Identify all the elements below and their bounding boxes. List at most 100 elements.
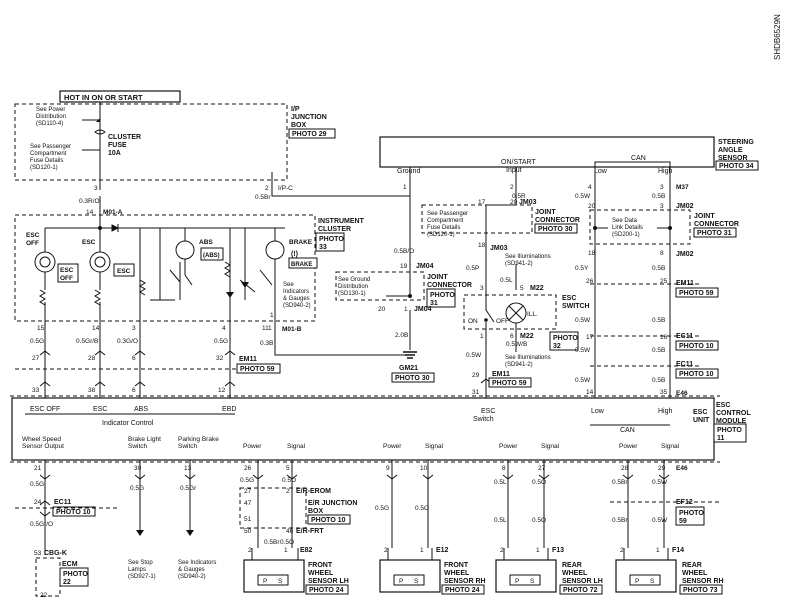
power-ref-2: Distribution [36, 114, 66, 120]
rear-rh-title-3: SENSOR RH [682, 578, 724, 585]
cluster-title: INSTRUMENT [318, 218, 365, 225]
sensor-pin: 1 [536, 547, 540, 554]
pin-1-cluster: 1 [270, 312, 274, 319]
er-jb-label-2: BOX [308, 508, 324, 515]
pin-14: 14 [86, 209, 94, 216]
steer-wire-05b: 0.5B [652, 193, 665, 200]
ec11a-photo-box [675, 340, 719, 351]
can-low-terminal: Low [591, 408, 605, 415]
ip-photo: PHOTO 29 [292, 131, 327, 138]
sensor-p: P [263, 578, 267, 585]
esc-box-label: ESC [117, 268, 131, 275]
fuse-label: CLUSTER [108, 134, 141, 141]
signal-label: Signal [425, 443, 444, 450]
esc-switch-photo-box [549, 331, 579, 351]
er-pin-47: 47 [244, 500, 252, 507]
wire-05br: 0.5Br [255, 194, 271, 201]
side-code: SHDB6529N [773, 14, 782, 60]
switch-contact-icon[interactable] [485, 296, 495, 323]
er-pin-2: 2 [286, 488, 290, 495]
fuse-ref: See Passenger [30, 144, 71, 150]
er-pin-27: 27 [244, 488, 252, 495]
front-lh-title: FRONT [308, 562, 333, 569]
wire-05l-b: 0.5L [494, 479, 507, 486]
wire-20b: 2.0B [395, 332, 408, 339]
ef12-photo: PHOTO [679, 510, 704, 517]
esc-switch-box[interactable] [463, 294, 557, 330]
jm04-jc-2: CONNECTOR [427, 282, 472, 289]
cluster-pin: 3 [132, 325, 136, 332]
wire-05bo: 0.5B/O [394, 248, 414, 255]
ecm-pin-53: 53 [34, 550, 42, 557]
illum-ref-2: (SD941-2) [505, 261, 533, 267]
steer-pin-2: 2 [510, 184, 514, 191]
rear-left-wheel-sensor: 2 1 F13 P S [495, 547, 564, 593]
esc-lamp-label: ESC [82, 239, 96, 246]
wire-05l-c: 0.5L [494, 517, 507, 524]
ec11-pin-24: 24 [34, 499, 42, 506]
em11-pin: 12 [218, 387, 226, 394]
bottom-pin: 27 [538, 465, 546, 472]
stop-lamps-ref: See Stop [128, 560, 153, 566]
m01a-label: M01-A [103, 209, 123, 216]
em11-mid-pin: 31 [472, 389, 480, 396]
ec11-bottom-label: EC11 [54, 499, 71, 506]
jm04-photo-box [426, 288, 456, 308]
brake-lamp-label: BRAKE [289, 239, 313, 246]
sensor-pin: 2 [248, 547, 252, 554]
esc-switch-title-2: SWITCH [562, 303, 590, 310]
esc-module-photo: PHOTO [717, 427, 742, 434]
brake-box-label: BRAKE [291, 262, 312, 268]
sensor-s: S [278, 578, 283, 585]
power-label: Power [499, 443, 518, 450]
bottom-pin: 10 [420, 465, 428, 472]
illum-ref-b: See Illuminations [505, 355, 551, 361]
switch-on-label: ON [468, 318, 478, 325]
brake-lamp-icon [265, 228, 285, 280]
em11-pin: 6 [132, 355, 136, 362]
brake-light-switch-label-2: Switch [128, 443, 148, 450]
jm02-pin-20: 20 [588, 203, 596, 210]
esc-module-title-3: MODULE [716, 418, 747, 425]
switch-pin-6: 6 [510, 333, 514, 340]
jm02-jc-2: CONNECTOR [694, 221, 739, 228]
em11-mid-pin: 29 [472, 372, 480, 379]
jm02-photo: PHOTO 31 [697, 230, 732, 237]
brake-symbol: (!) [291, 251, 298, 258]
m37-label: M37 [676, 184, 689, 191]
esc-off-lamp-label: ESC [26, 232, 40, 239]
cluster-circuitry [39, 228, 410, 356]
power-ref: See Power [36, 107, 65, 113]
fuse-icon [94, 129, 106, 135]
ef12-photo-box [675, 506, 705, 526]
steer-pin-1: 1 [403, 184, 407, 191]
illum-label: ILL. [527, 311, 538, 318]
steer-pin-3: 3 [660, 184, 664, 191]
brake-box [288, 257, 318, 269]
right-wire-low: 0.5W [575, 347, 591, 354]
em11-mid-label: EM11 [492, 371, 510, 378]
cluster-wire: 0.3G/O [117, 338, 138, 345]
m01b-label: M01-B [282, 326, 302, 333]
sensor-p: P [515, 578, 519, 585]
indicators-ref-3: (SD940-2) [178, 574, 206, 580]
esc-off-lamp-icon [34, 228, 56, 290]
wheel-speed-label-2: Sensor Output [22, 443, 64, 450]
sensor-s: S [530, 578, 535, 585]
right-pin: 35 [660, 389, 668, 396]
e46-label: E46 [676, 390, 688, 397]
cluster-photo: PHOTO [319, 236, 344, 243]
bottom-pin: 28 [621, 465, 629, 472]
jm02-ref-3: (SD200-1) [612, 232, 640, 238]
jm04-pin-19: 19 [400, 263, 408, 270]
ecm-photo-2: 22 [63, 579, 71, 586]
em11-right-photo: PHOTO 59 [679, 290, 714, 297]
switch-pin-5: 5 [520, 285, 524, 292]
wire-05br-c: 0.5Br [612, 517, 628, 524]
illum-ref-b-2: (SD941-2) [505, 362, 533, 368]
front-lh-title-3: SENSOR LH [308, 578, 349, 585]
illum-ref: See Illuminations [505, 254, 551, 260]
rear-rh-title: REAR [682, 562, 702, 569]
wire-ipc [271, 172, 411, 197]
right-wire-high: 0.5B [652, 265, 665, 272]
